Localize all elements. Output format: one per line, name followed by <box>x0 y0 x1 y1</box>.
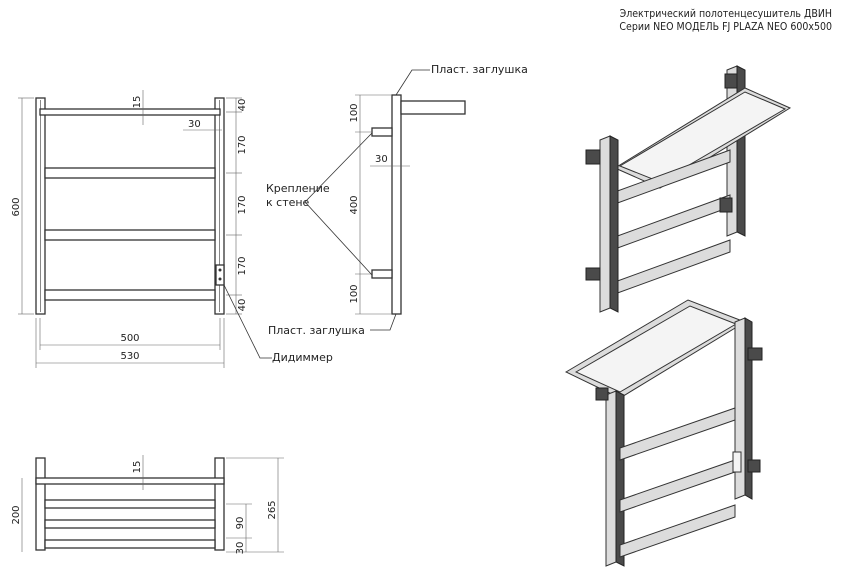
plug-bottom-label: Пласт. заглушка <box>268 324 365 337</box>
front-view: 600 40 170 170 170 40 15 30 500 530 Диди… <box>11 90 333 368</box>
mount-label-line2: к стене <box>266 196 310 209</box>
dim-500: 500 <box>120 333 139 344</box>
title-block: Электрический полотенцесушитель ДВИН Сер… <box>602 8 832 34</box>
side-view: 100 400 100 30 Пласт. заглушка Пласт. за… <box>266 63 528 337</box>
dim-170-a: 170 <box>237 135 248 154</box>
top-dim-90: 90 <box>235 517 246 530</box>
front-rung-3 <box>44 289 216 301</box>
side-dim-100-bottom: 100 <box>349 284 360 303</box>
dim-top-40: 40 <box>237 99 248 112</box>
dimmer-label: Дидиммер <box>272 351 333 364</box>
top-dim-15: 15 <box>132 461 143 474</box>
dimmer-box <box>215 264 225 286</box>
plug-top-label: Пласт. заглушка <box>431 63 528 76</box>
dim-600: 600 <box>11 197 22 216</box>
side-dim-400: 400 <box>349 195 360 214</box>
front-rung-2 <box>44 229 216 241</box>
isometric-view-1 <box>585 65 792 313</box>
side-dim-100-top: 100 <box>349 103 360 122</box>
title-line-1: Электрический полотенцесушитель ДВИН <box>619 8 832 20</box>
front-top-bar <box>39 108 221 116</box>
top-bar-2 <box>44 499 216 509</box>
dim-170-c: 170 <box>237 256 248 275</box>
top-left-post <box>35 457 46 551</box>
title-line-2: Серии NEO МОДЕЛЬ FJ PLAZA NEO 600x500 <box>619 21 832 33</box>
top-dim-200: 200 <box>11 505 22 524</box>
side-top-rail <box>400 100 466 115</box>
side-post <box>391 94 402 315</box>
top-view: 200 15 265 90 30 <box>11 455 284 554</box>
wall-mount-bottom <box>371 269 393 279</box>
wall-mount-top <box>371 127 393 137</box>
dim-170-b: 170 <box>237 195 248 214</box>
dimmer-knob-icon <box>218 268 222 272</box>
top-bar-1 <box>35 477 225 485</box>
isometric-view-2 <box>564 299 763 567</box>
top-right-post <box>214 457 225 551</box>
mount-label-line1: Крепление <box>266 182 330 195</box>
top-bar-3 <box>44 519 216 529</box>
dim-bottom-40: 40 <box>237 299 248 312</box>
top-dim-265: 265 <box>267 500 278 519</box>
dim-530: 530 <box>120 351 139 362</box>
dim-15: 15 <box>132 96 143 109</box>
front-rung-1 <box>44 167 216 179</box>
top-dim-30: 30 <box>235 542 246 555</box>
side-dim-30: 30 <box>375 154 388 165</box>
dim-30: 30 <box>188 119 201 130</box>
top-bar-4 <box>44 539 216 549</box>
